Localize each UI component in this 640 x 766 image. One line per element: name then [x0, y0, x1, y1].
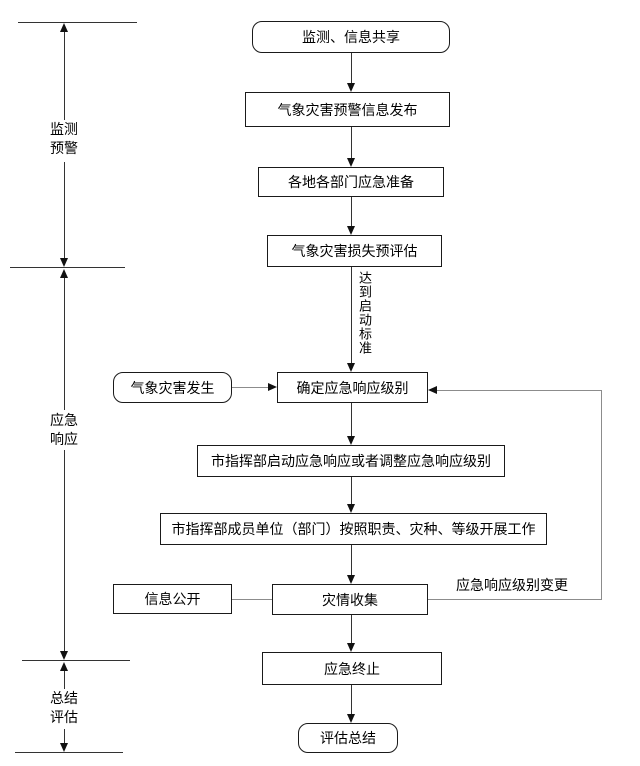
node-disaster-collect: 灾情收集: [272, 584, 428, 615]
feedback-line-vertical: [601, 390, 602, 600]
connector-occurs-to-determine: [232, 387, 268, 388]
phase3-line-lower: [64, 729, 65, 743]
node-response-end: 应急终止: [262, 652, 442, 685]
phase-tick-2: [10, 267, 125, 268]
edge-label-level-change: 应急响应级别变更: [456, 577, 568, 593]
flow-line-warning-to-preparation: [351, 127, 352, 158]
node-determine-level: 确定应急响应级别: [277, 372, 428, 403]
flow-line-preassessment-to-determine: [351, 267, 352, 363]
phase-label-line: 评估: [50, 709, 78, 725]
arrowhead-down-icon: [347, 436, 355, 445]
arrowhead-up-icon: [60, 23, 68, 32]
node-start: 监测、信息共享: [252, 21, 450, 53]
arrowhead-down-icon: [347, 363, 355, 372]
phase3-line-upper: [64, 671, 65, 689]
arrowhead-down-icon: [347, 714, 355, 723]
phase-label-line: 监测: [50, 121, 78, 137]
node-start-response: 市指挥部启动应急响应或者调整应急响应级别: [197, 445, 505, 477]
arrowhead-up-icon: [60, 269, 68, 278]
arrowhead-left-icon: [428, 386, 437, 394]
node-disaster-occurs: 气象灾害发生: [113, 372, 232, 403]
flow-line-start-to-warning: [351, 53, 352, 83]
flow-line-collect-to-end: [351, 615, 352, 643]
arrowhead-down-icon: [347, 643, 355, 652]
phase2-line-upper: [64, 278, 65, 410]
phase-tick-bottom: [15, 752, 123, 753]
feedback-line-bottom: [428, 599, 602, 600]
phase-label-response: 应急 响应: [34, 411, 94, 449]
phase-label-line: 预警: [50, 140, 78, 156]
phase-tick-top: [18, 22, 137, 23]
arrowhead-down-icon: [347, 575, 355, 584]
arrowhead-down-icon: [60, 651, 68, 660]
phase1-line-upper: [64, 32, 65, 122]
feedback-line-top: [437, 390, 602, 391]
flow-line-end-to-evaluation: [351, 685, 352, 714]
node-info-public: 信息公开: [113, 584, 232, 614]
connector-infopublic-to-collect: [232, 599, 272, 600]
arrowhead-down-icon: [347, 226, 355, 235]
phase-label-monitoring: 监测 预警: [34, 120, 94, 158]
arrowhead-down-icon: [60, 258, 68, 267]
phase-label-line: 响应: [50, 431, 78, 447]
node-pre-assessment: 气象灾害损失预评估: [267, 235, 442, 267]
phase-label-line: 总结: [50, 690, 78, 706]
node-evaluation: 评估总结: [298, 723, 398, 753]
arrowhead-down-icon: [347, 83, 355, 92]
arrowhead-down-icon: [347, 158, 355, 167]
phase-label-evaluation: 总结 评估: [34, 689, 94, 727]
phase-label-line: 应急: [50, 412, 78, 428]
flow-line-startresponse-to-members: [351, 477, 352, 504]
node-warning-release: 气象灾害预警信息发布: [245, 92, 450, 127]
node-members-work: 市指挥部成员单位（部门）按照职责、灾种、等级开展工作: [160, 513, 547, 545]
flow-line-determine-to-startresponse: [351, 403, 352, 436]
flow-line-members-to-collect: [351, 545, 352, 575]
arrowhead-down-icon: [60, 743, 68, 752]
node-preparation: 各地各部门应急准备: [258, 167, 444, 197]
phase2-line-lower: [64, 450, 65, 651]
edge-label-reach-standard: 达到启动标准: [356, 271, 372, 363]
arrowhead-right-icon: [268, 383, 277, 391]
phase-tick-3: [22, 660, 130, 661]
phase1-line-lower: [64, 162, 65, 258]
arrowhead-down-icon: [347, 504, 355, 513]
flow-line-preparation-to-preassessment: [351, 197, 352, 226]
arrowhead-up-icon: [60, 662, 68, 671]
